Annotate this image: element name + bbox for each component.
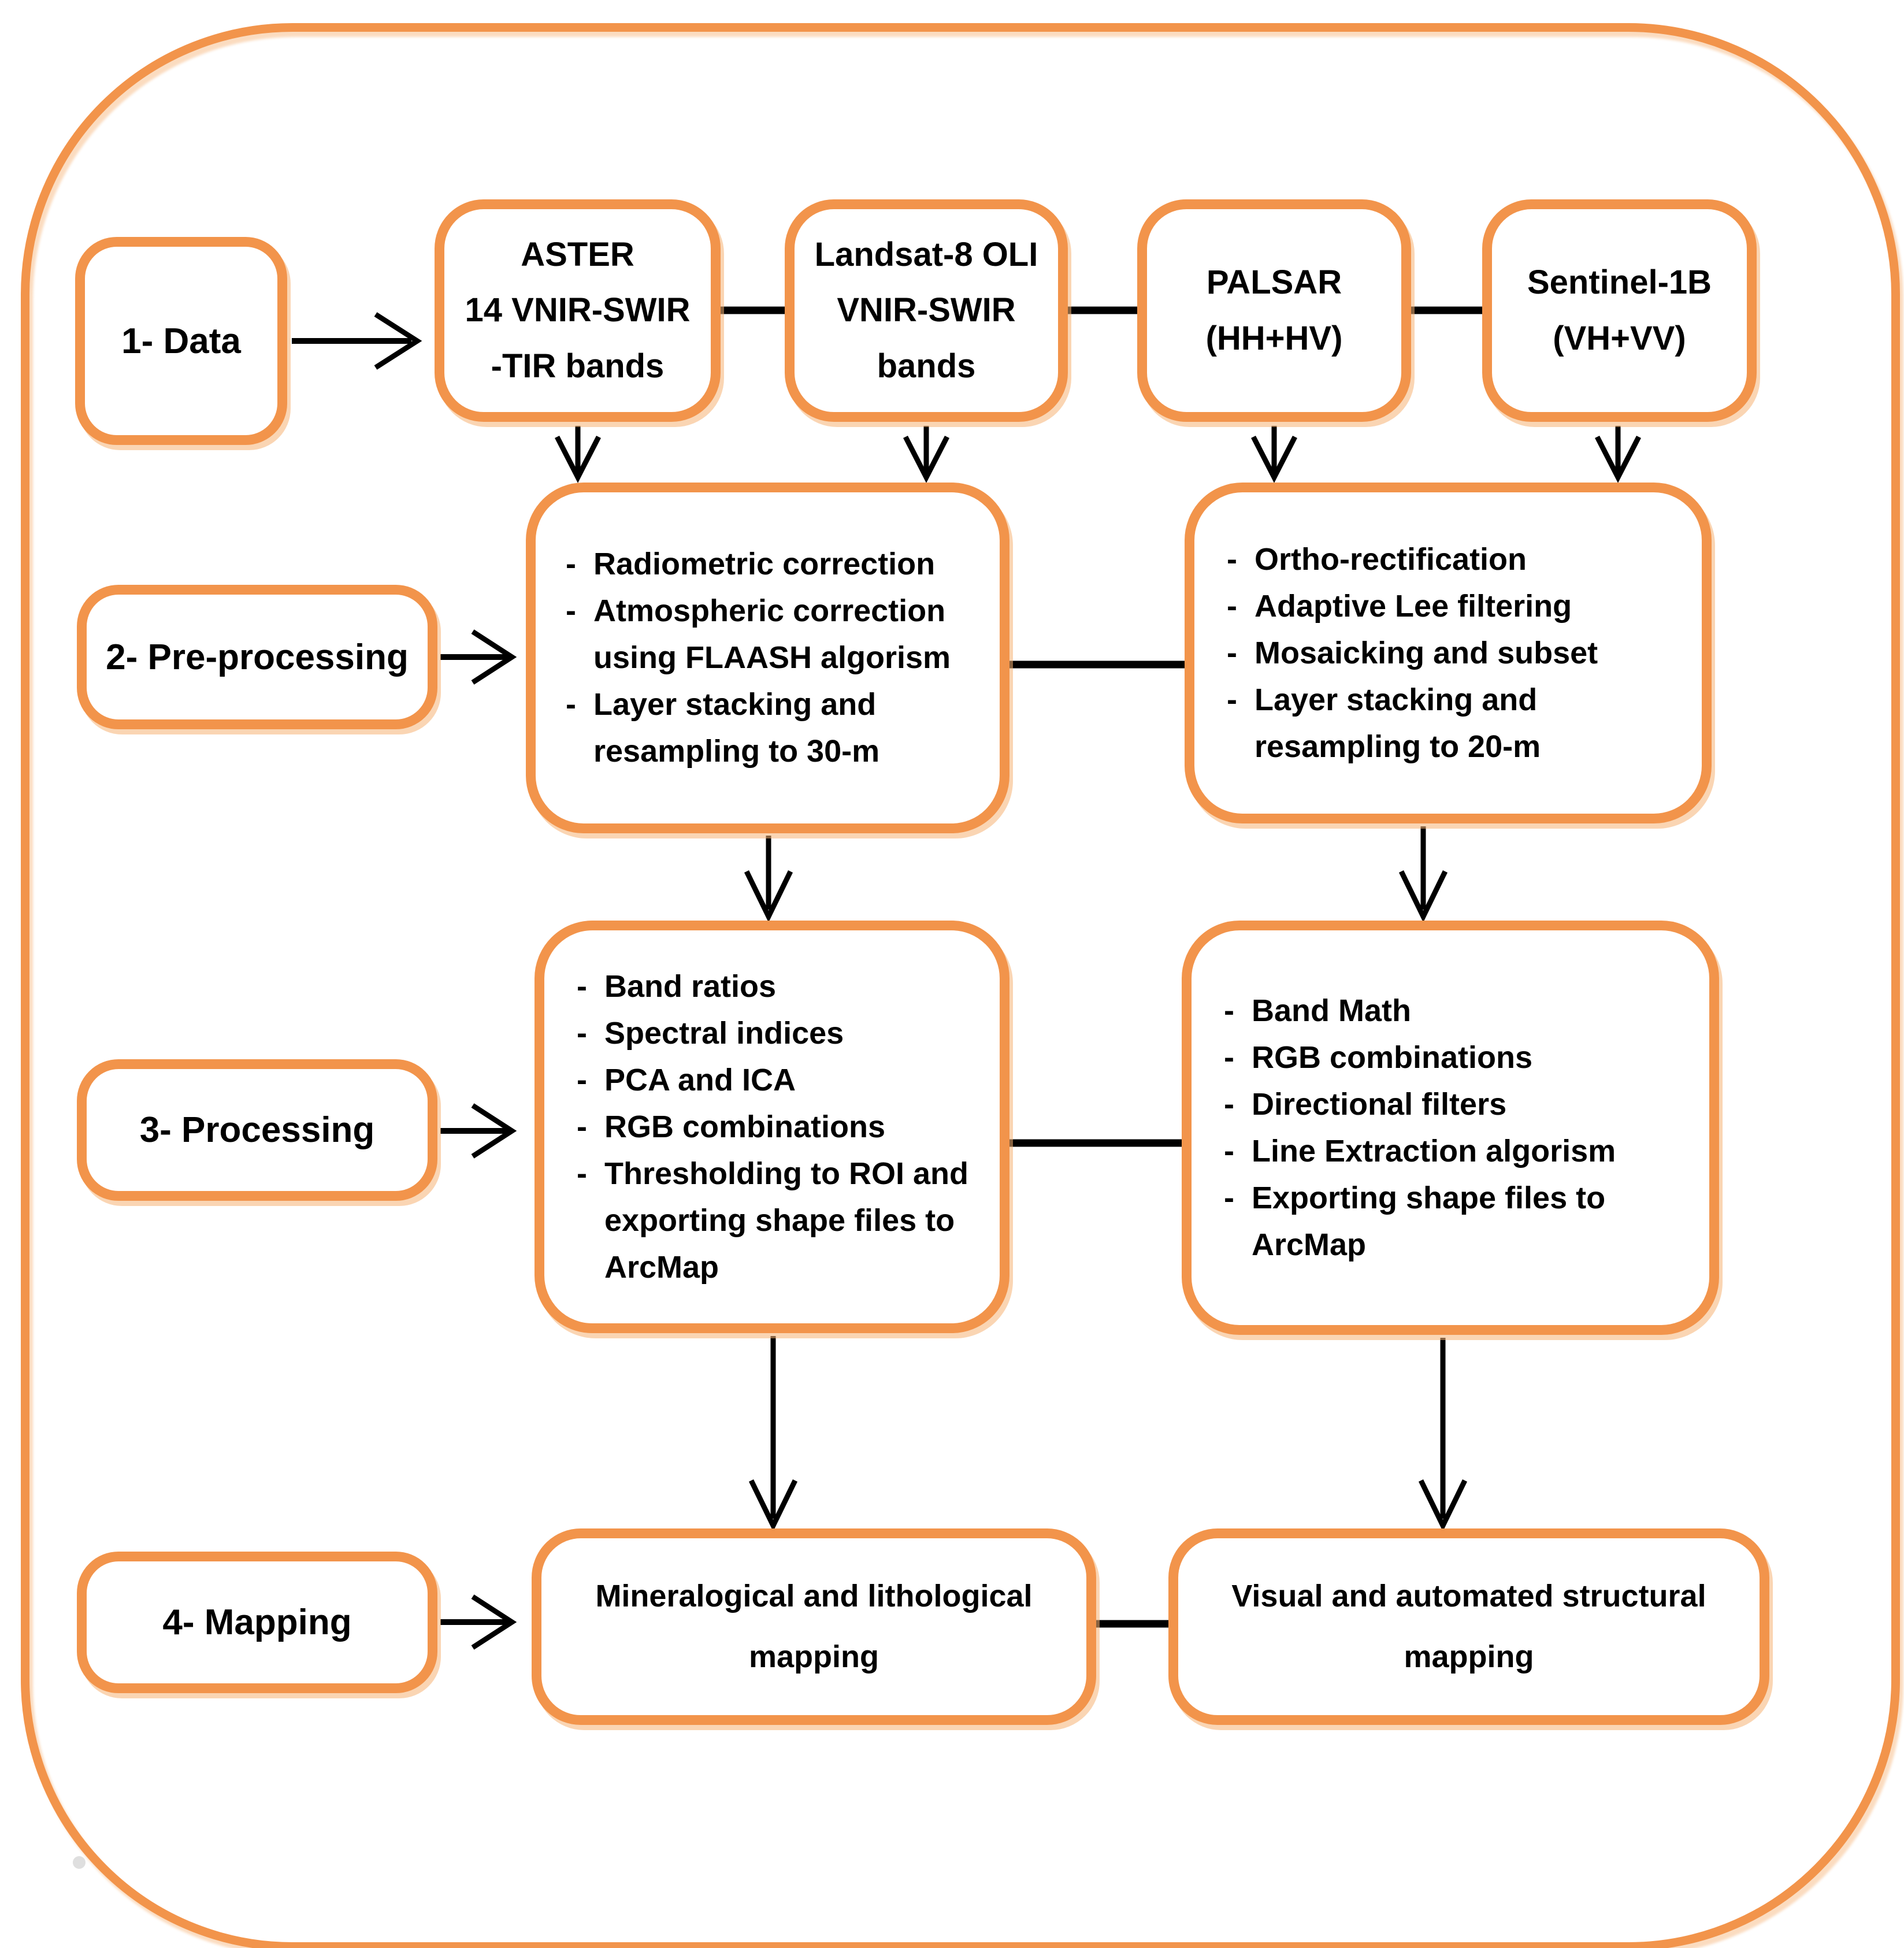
list-item: - Band ratios (577, 963, 971, 1010)
list-item: - Adaptive Lee filtering (1227, 583, 1684, 630)
data-source-line: Landsat-8 OLI (814, 236, 1038, 274)
bullet-dash: - (1224, 1040, 1234, 1075)
arrow-down-icon (1250, 426, 1298, 483)
arrow-right-icon (440, 629, 517, 685)
list-item: - Directional filters (1224, 1081, 1692, 1128)
data-source-line: bands (877, 347, 976, 385)
step-text: Band ratios (604, 969, 777, 1004)
bullet-dash: - (566, 687, 576, 722)
data-source-line: Sentinel-1B (1527, 264, 1712, 302)
list-item: - Radiometric correction (566, 541, 990, 588)
list-item: - Band Math (1224, 988, 1692, 1034)
list-item: - Spectral indices (577, 1010, 971, 1057)
mapping-mineralogical-box: Mineralogical and lithological mapping (532, 1528, 1096, 1725)
bullet-dash: - (577, 1062, 587, 1097)
preprocessing-radar-box: - Ortho-rectification - Adaptive Lee fil… (1185, 483, 1712, 823)
arrow-down-icon (1594, 426, 1642, 483)
arrow-right-icon (440, 1594, 517, 1650)
bullet-dash: - (1227, 541, 1237, 577)
mapping-structural-box: Visual and automated structural mapping (1168, 1528, 1769, 1725)
bullet-dash: - (577, 969, 587, 1004)
step-text: Line Extraction algorism (1252, 1133, 1616, 1168)
list-item: - RGB combinations (577, 1104, 971, 1151)
arrow-down-icon (1418, 1338, 1468, 1532)
list-item: - Layer stacking and resampling to 30-m (566, 681, 990, 775)
stage-label: 2- Pre-processing (106, 637, 409, 677)
data-source-box-aster: ASTER 14 VNIR-SWIR -TIR bands (435, 199, 721, 422)
list-item: - RGB combinations (1224, 1034, 1692, 1081)
bullet-dash: - (577, 1156, 587, 1191)
step-text: Exporting shape files to ArcMap (1252, 1180, 1606, 1262)
bullet-dash: - (566, 593, 576, 628)
step-text: Adaptive Lee filtering (1255, 588, 1572, 624)
bullet-dash: - (1227, 635, 1237, 670)
step-text: RGB combinations (604, 1109, 886, 1144)
stage-box-processing: 3- Processing (77, 1059, 437, 1201)
step-text: Spectral indices (604, 1015, 844, 1051)
arrow-down-icon (748, 1336, 798, 1532)
step-text: Thresholding to ROI and exporting shape … (604, 1156, 968, 1285)
arrow-down-icon (903, 426, 950, 483)
list-item: - Line Extraction algorism (1224, 1128, 1692, 1175)
list-item: - PCA and ICA (577, 1057, 971, 1104)
step-text: Layer stacking and resampling to 20-m (1255, 682, 1541, 764)
bullet-dash: - (577, 1109, 587, 1144)
list-item: - Atmospheric correction using FLAASH al… (566, 588, 990, 681)
list-item: - Ortho-rectification (1227, 536, 1684, 583)
data-source-box-sentinel1b: Sentinel-1B (VH+VV) (1482, 199, 1757, 422)
step-text: Mosaicking and subset (1255, 635, 1598, 670)
bullet-dash: - (1224, 1133, 1234, 1168)
bullet-dash: - (1227, 588, 1237, 624)
data-source-line: (HH+HV) (1205, 319, 1343, 357)
bullet-dash: - (577, 1015, 587, 1051)
step-text: Atmospheric correction using FLAASH algo… (593, 593, 951, 675)
step-text: PCA and ICA (604, 1062, 796, 1097)
mapping-text: Mineralogical and lithological mapping (595, 1578, 1033, 1674)
arrow-down-icon (554, 426, 602, 483)
processing-radar-box: - Band Math - RGB combinations - Directi… (1182, 921, 1719, 1335)
bullet-dash: - (566, 547, 576, 581)
list-item: - Mosaicking and subset (1227, 630, 1684, 677)
bullet-dash: - (1224, 1086, 1234, 1122)
data-source-line: 14 VNIR-SWIR (465, 291, 691, 329)
preprocessing-optical-box: - Radiometric correction - Atmospheric c… (526, 483, 1009, 833)
step-text: Layer stacking and resampling to 30-m (593, 687, 880, 769)
outer-frame (21, 23, 1900, 1948)
list-item: - Thresholding to ROI and exporting shap… (577, 1151, 971, 1291)
data-source-line: -TIR bands (491, 347, 665, 385)
step-text: Radiometric correction (593, 547, 936, 581)
step-text: Ortho-rectification (1255, 541, 1527, 577)
data-source-line: (VH+VV) (1553, 319, 1686, 357)
bullet-dash: - (1224, 1180, 1234, 1215)
list-item: - Exporting shape files to ArcMap (1224, 1175, 1692, 1268)
data-source-box-landsat8: Landsat-8 OLI VNIR-SWIR bands (785, 199, 1068, 422)
bullet-dash: - (1224, 993, 1234, 1028)
stage-label: 1- Data (121, 321, 241, 361)
mapping-text: Visual and automated structural mapping (1231, 1578, 1706, 1674)
processing-optical-box: - Band ratios - Spectral indices - PCA a… (535, 921, 1009, 1333)
data-source-line: PALSAR (1206, 264, 1342, 302)
arrow-down-icon (1398, 826, 1448, 923)
stage-box-preprocessing: 2- Pre-processing (77, 585, 437, 729)
arrow-right-icon (292, 312, 422, 370)
data-source-line: ASTER (521, 236, 634, 274)
stage-label: 3- Processing (139, 1110, 375, 1150)
stage-label: 4- Mapping (162, 1602, 352, 1642)
data-source-box-palsar: PALSAR (HH+HV) (1137, 199, 1411, 422)
step-text: Directional filters (1252, 1086, 1507, 1122)
artifact-dot (73, 1856, 86, 1869)
data-source-line: VNIR-SWIR (837, 291, 1016, 329)
step-text: Band Math (1252, 993, 1411, 1028)
list-item: - Layer stacking and resampling to 20-m (1227, 677, 1684, 770)
step-text: RGB combinations (1252, 1040, 1533, 1075)
arrow-down-icon (744, 836, 793, 923)
stage-box-data: 1- Data (75, 237, 287, 445)
arrow-right-icon (440, 1103, 517, 1159)
bullet-dash: - (1227, 682, 1237, 717)
stage-box-mapping: 4- Mapping (77, 1552, 437, 1693)
